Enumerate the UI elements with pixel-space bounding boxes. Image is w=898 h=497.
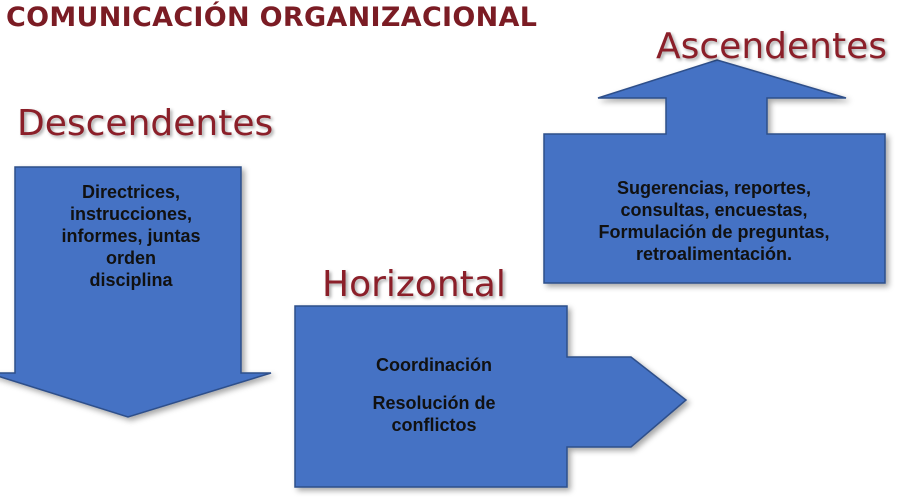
up-arrow-shape bbox=[543, 59, 886, 284]
horizontal-item-coordinacion: Coordinación bbox=[376, 355, 492, 375]
horizontal-text: Coordinación Resolución de conflictos bbox=[334, 354, 534, 436]
ascendentes-line: consultas, encuestas, bbox=[620, 200, 808, 220]
descendentes-line: informes, juntas bbox=[61, 226, 201, 246]
ascendentes-text: Sugerencias, reportes, consultas, encues… bbox=[545, 177, 883, 265]
descendentes-line: orden bbox=[105, 248, 156, 268]
descendentes-line: instrucciones, bbox=[69, 204, 193, 224]
descendentes-heading: Descendentes bbox=[17, 103, 274, 144]
ascendentes-heading: Ascendentes bbox=[656, 26, 887, 67]
horizontal-heading: Horizontal bbox=[322, 264, 506, 305]
horizontal-item-resolucion-line: Resolución de bbox=[372, 393, 496, 413]
descendentes-text: Directrices, instrucciones, informes, ju… bbox=[20, 181, 242, 291]
down-arrow-shape bbox=[0, 166, 272, 418]
descendentes-line: disciplina bbox=[89, 270, 173, 290]
ascendentes-line: Formulación de preguntas, bbox=[598, 222, 830, 242]
ascendentes-line: Sugerencias, reportes, bbox=[616, 178, 812, 198]
page-title: COMUNICACIÓN ORGANIZACIONAL bbox=[6, 2, 538, 33]
right-arrow-shape bbox=[294, 305, 688, 488]
ascendentes-line: retroalimentación. bbox=[635, 244, 793, 264]
horizontal-item-resolucion-line: conflictos bbox=[391, 415, 477, 435]
descendentes-line: Directrices, bbox=[81, 182, 181, 202]
